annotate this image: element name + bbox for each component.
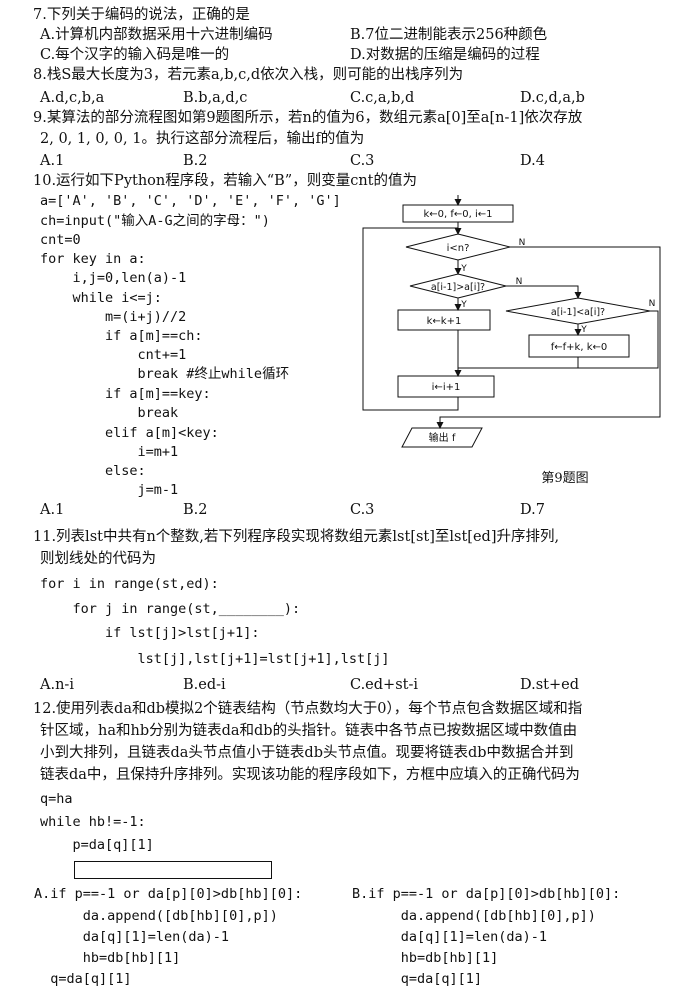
q12-stem-line: 针区域，ha和hb分别为链表da和db的头指针。链表中各节点已按数据区域中数值由 [40,723,578,739]
code-line: q=ha [40,791,73,807]
cond2-label: a[i-1]>a[i]? [431,282,485,293]
q10-option-d: D.7 [520,502,545,518]
answer-blank-box [74,861,272,879]
flow-arrow [436,246,661,429]
yes-label: Y [460,300,467,310]
code-line: if a[m]==ch: [40,328,203,344]
code-line: p=da[q][1] [40,837,154,853]
decision-i-lt-n [405,233,511,261]
q12-stem-line: 链表da中，且保持升序排列。实现该功能的程序段如下，方框中应填入的正确代码为 [40,767,580,783]
q10-option-c: C.3 [350,502,375,518]
flow-arrow [506,285,582,299]
q9-stem-line1: 9.某算法的部分流程图如第9题图所示，若n的值为6，数组元素a[0]至a[n-1… [33,110,583,126]
proc2-label: f←f+k, k←0 [551,342,607,353]
q12-option-b-line: da[q][1]=len(da)-1 [352,929,548,945]
code-line: i=m+1 [40,444,179,460]
code-line: elif a[m]<key: [40,425,219,441]
proc1-label: k←k+1 [427,316,462,327]
q9-option-c: C.3 [350,153,375,169]
q7-option-a: A.计算机内部数据采用十六进制编码 [40,27,273,43]
yes-label: Y [580,325,587,335]
code-line: a=['A', 'B', 'C', 'D', 'E', 'F', 'G'] [40,193,341,209]
decision-a-lt [505,297,651,325]
q8-option-c: C.c,a,b,d [350,90,415,106]
q10-option-a: A.1 [40,502,65,518]
proc-f-update-box [528,334,630,358]
code-line: cnt=0 [40,232,81,248]
q9-option-b: B.2 [183,153,208,169]
q12-stem-line: 小到大排列，且链表da头节点值小于链表db头节点值。现要将链表db中数据合并到 [40,745,574,761]
q12-option-b-line: da.append([db[hb][0],p]) [352,908,596,924]
proc-k-inc-box [397,309,491,331]
init-box [402,204,514,223]
code-line: j=m-1 [40,482,179,498]
q8-option-b: B.b,a,d,c [183,90,248,106]
proc-i-inc-box [397,375,495,398]
q12-option-a-line: q=da[q][1] [34,971,132,987]
code-line: for key in a: [40,251,146,267]
code-line: for j in range(st,________): [40,601,301,617]
figure-caption: 第9题图 [541,471,588,486]
q12-option-b-line: hb=db[hb][1] [352,950,499,966]
init-label: k←0, f←0, i←1 [423,209,492,220]
code-line: lst[j],lst[j+1]=lst[j+1],lst[j] [40,651,390,667]
q9-option-a: A.1 [40,153,65,169]
no-label: N [649,299,656,309]
q12-option-b-line: q=da[q][1] [352,971,483,987]
q8-stem: 8.栈S最大长度为3，若元素a,b,c,d依次入栈，则可能的出栈序列为 [33,67,464,83]
q7-option-c: C.每个汉字的输入码是唯一的 [40,47,230,63]
q9-stem-line2: 2, 0, 1, 0, 0, 1。执行这部分流程后，输出f的值为 [40,131,365,147]
proc3-label: i←i+1 [432,382,461,393]
cond3-label: a[i-1]<a[i]? [551,307,605,318]
code-line: if a[m]==key: [40,386,211,402]
flow-line [362,227,459,411]
code-line: break [40,405,179,421]
q9-flowchart: k←0, f←0, i←1 i<n? a[i-1]>a[i]? k←k+1 a[… [362,195,661,486]
q8-option-d: D.c,d,a,b [520,90,585,106]
q12-option-a-line: A.if p==-1 or da[p][0]>db[hb][0]: [34,886,303,902]
code-line: i,j=0,len(a)-1 [40,270,187,286]
q12-option-b-line: B.if p==-1 or da[p][0]>db[hb][0]: [352,886,621,902]
q11-option-b: B.ed-i [183,677,226,693]
q7-option-b: B.7位二进制能表示256种颜色 [350,27,548,43]
q12-option-a-line: hb=db[hb][1] [34,950,181,966]
no-label: N [519,238,526,248]
code-line: break #终止while循环 [40,366,290,382]
q12-option-a-line: da[q][1]=len(da)-1 [34,929,230,945]
q7-option-d: D.对数据的压缩是编码的过程 [350,47,540,63]
yes-label: Y [460,264,467,274]
code-line: ch=input("输入A-G之间的字母：") [40,213,270,229]
flow-line [458,357,579,369]
q11-option-c: C.ed+st-i [350,677,419,693]
flow-line [578,310,659,369]
q11-stem-line1: 11.列表lst中共有n个整数,若下列程序段实现将数组元素lst[st]至lst… [33,529,560,545]
q12-stem-line: 12.使用列表da和db模拟2个链表结构（节点数均大于0），每个节点包含数据区域… [33,701,583,717]
q8-option-a: A.d,c,b,a [40,90,105,106]
q9-option-d: D.4 [520,153,545,169]
code-line: cnt+=1 [40,347,187,363]
q11-option-a: A.n-i [40,677,74,693]
q10-stem: 10.运行如下Python程序段，若输入“B”，则变量cnt的值为 [33,173,418,189]
output-label: 输出 f [429,431,456,444]
no-label: N [516,277,523,287]
code-line: while hb!=-1: [40,814,146,830]
code-line: else: [40,463,146,479]
q10-option-b: B.2 [183,502,208,518]
q11-option-d: D.st+ed [520,677,579,693]
code-line: if lst[j]>lst[j+1]: [40,625,260,641]
output-box [401,427,483,448]
code-line: m=(i+j)//2 [40,309,187,325]
cond1-label: i<n? [447,243,470,254]
q11-stem-line2: 则划线处的代码为 [40,551,156,567]
q12-option-a-line: da.append([db[hb][0],p]) [34,908,278,924]
decision-a-gt [409,273,507,299]
code-line: while i<=j: [40,290,162,306]
flow-lines [362,195,661,429]
q7-stem: 7.下列关于编码的说法，正确的是 [33,7,250,23]
code-line: for i in range(st,ed): [40,576,219,592]
